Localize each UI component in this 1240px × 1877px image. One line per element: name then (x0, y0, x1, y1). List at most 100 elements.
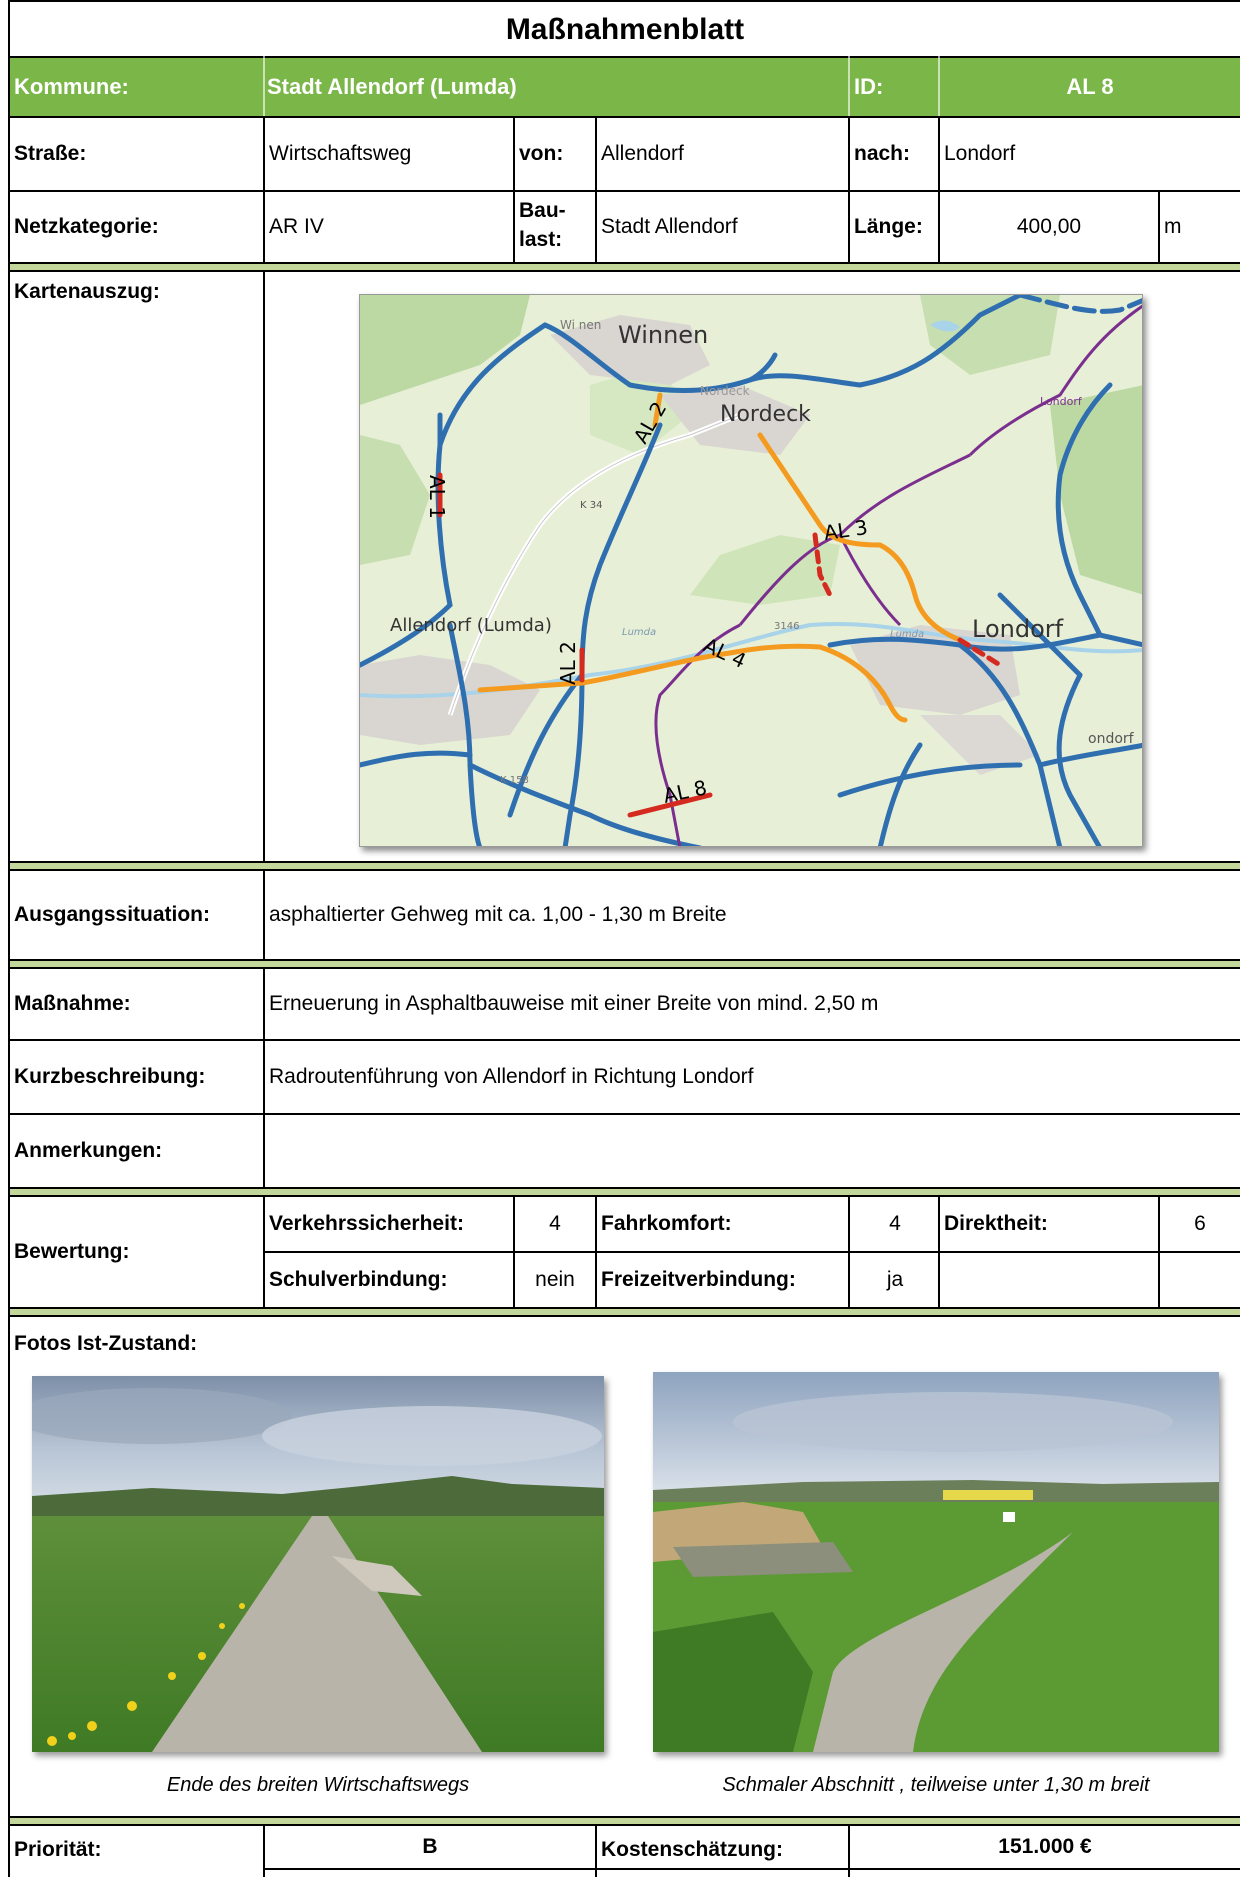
grid-line (8, 116, 1240, 118)
grid-line (263, 869, 265, 959)
route-blue (360, 750, 473, 768)
laenge-value: 400,00 (1016, 215, 1082, 238)
route-blue (837, 762, 1023, 798)
map-label: Lumda (890, 629, 924, 640)
schulverbindung-value: nein (535, 1268, 575, 1291)
grid-line (513, 1195, 515, 1307)
grid-line (8, 861, 1240, 863)
route-blue (467, 762, 702, 846)
grid-line (263, 56, 265, 116)
grid-line (938, 116, 940, 262)
grid-line (8, 190, 1240, 192)
town-area (660, 385, 810, 455)
forest-area (690, 535, 840, 605)
prioritaet-label: Priorität: (14, 1838, 102, 1861)
town-area (920, 715, 1040, 775)
direktheit-label: Direktheit: (944, 1212, 1048, 1235)
grid-line (848, 116, 850, 262)
separator (10, 264, 1240, 270)
id-label: ID: (854, 74, 884, 99)
route-blue (1017, 295, 1142, 314)
von-value: Allendorf (601, 142, 684, 165)
separator (10, 1818, 1240, 1824)
route-red-al8 (627, 792, 713, 818)
map-label: K 34 (580, 500, 602, 511)
route-blue (1055, 382, 1113, 638)
baulast-label-line2: last: (519, 228, 563, 251)
schulverbindung-label: Schulverbindung: (269, 1268, 448, 1291)
netzkategorie-label: Netzkategorie: (14, 215, 159, 238)
route-orange-al2 (652, 392, 663, 428)
kurzbeschreibung-value: Radroutenführung von Allendorf in Richtu… (269, 1065, 754, 1088)
town-area (550, 315, 710, 385)
von-label: von: (519, 142, 564, 165)
photo-right (653, 1372, 1219, 1752)
grid-line (8, 1195, 1240, 1197)
route-blue (1037, 742, 1142, 768)
photo-left-image (32, 1376, 604, 1752)
grid-line (848, 56, 850, 116)
map-label: K 158 (500, 775, 529, 786)
ausgangssituation-label: Ausgangssituation: (14, 903, 211, 926)
baulast-label-line1: Bau- (519, 199, 566, 222)
grid-line (263, 1251, 1240, 1253)
massnahme-value: Erneuerung in Asphaltbauweise mit einer … (269, 992, 879, 1015)
strasse-label: Straße: (14, 142, 87, 165)
separator (10, 863, 1240, 869)
map-label: Nordeck (700, 384, 750, 398)
separator (10, 1309, 1240, 1315)
grid-line (8, 869, 1240, 871)
route-blue (360, 295, 1023, 668)
verkehrssicherheit-label: Verkehrssicherheit: (269, 1212, 464, 1235)
grid-line (8, 1187, 1240, 1189)
route-purple (738, 533, 841, 626)
nach-value: Londorf (944, 142, 1016, 165)
grid-line (263, 1868, 1240, 1870)
baulast-label: Bau- last: (519, 196, 595, 260)
route-blue (747, 352, 778, 383)
map-label: Lumda (622, 627, 656, 638)
route-blue (997, 592, 1083, 678)
grid-line (595, 116, 597, 262)
fahrkomfort-value: 4 (889, 1212, 901, 1235)
forest-area (360, 435, 430, 565)
kostenschaetzung-value: 151.000 € (998, 1835, 1092, 1858)
photo-right-caption: Schmaler Abschnitt , teilweise unter 1,3… (722, 1774, 1150, 1796)
route-blue (507, 672, 585, 818)
grid-line (1158, 1195, 1160, 1307)
separator (10, 961, 1240, 967)
nach-label: nach: (854, 142, 911, 165)
kurzbeschreibung-label: Kurzbeschreibung: (14, 1065, 206, 1088)
grid-line (8, 1816, 1240, 1818)
grid-line (8, 1824, 1240, 1826)
grid-line (263, 270, 265, 861)
route-purple (838, 453, 971, 537)
grid-line (513, 116, 515, 262)
grid-line (8, 56, 1240, 58)
kartenauszug-label: Kartenauszug: (14, 280, 160, 303)
town-area (360, 655, 540, 745)
photo-left (32, 1376, 604, 1752)
massnahme-label: Maßnahme: (14, 992, 131, 1015)
route-orange-al4 (477, 643, 908, 723)
map-label: Nordeck (720, 402, 811, 427)
route-map: Winnen Nordeck Londorf Allendorf (Lumda)… (360, 295, 1142, 846)
page-title: Maßnahmenblatt (505, 13, 745, 46)
grid-line (8, 0, 1240, 2)
grid-line (848, 1195, 850, 1307)
grid-line (263, 1824, 265, 1877)
map-label: ondorf (1088, 731, 1135, 747)
forest-area (920, 295, 1060, 375)
route-label: AL 2 (556, 641, 580, 685)
map-frame: Winnen Nordeck Londorf Allendorf (Lumda)… (359, 294, 1143, 847)
grid-line (8, 270, 1240, 272)
grid-line (8, 1113, 1240, 1115)
map-label: Wi nen (560, 318, 601, 332)
grid-line (263, 967, 265, 1187)
separator (10, 1189, 1240, 1195)
anmerkungen-value (265, 1115, 1240, 1187)
route-label: AL 1 (425, 475, 449, 519)
grid-line (8, 1307, 1240, 1309)
pond (930, 320, 960, 332)
grid-line (263, 1195, 265, 1307)
